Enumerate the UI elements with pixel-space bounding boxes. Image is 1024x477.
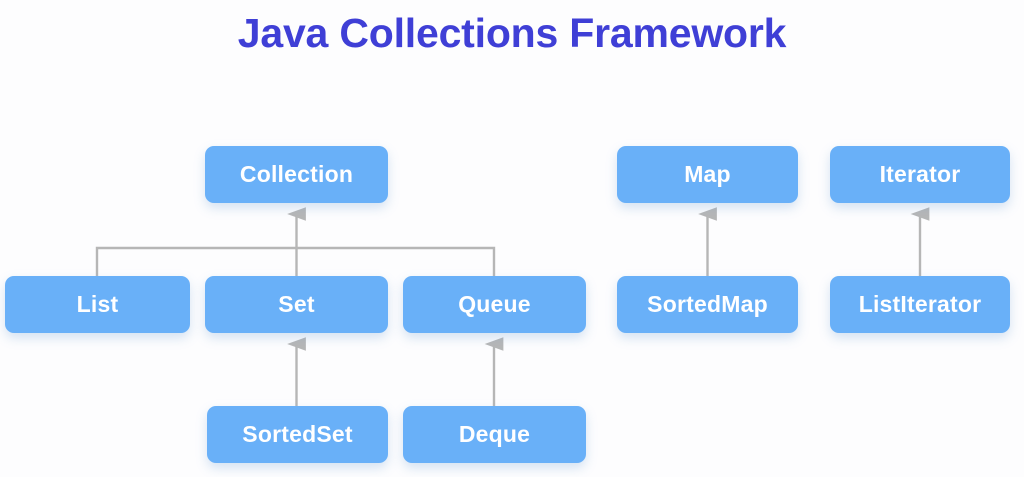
node-collection[interactable]: Collection: [205, 146, 388, 203]
node-list[interactable]: List: [5, 276, 190, 333]
node-sortedmap[interactable]: SortedMap: [617, 276, 798, 333]
node-label-set: Set: [278, 291, 315, 317]
node-map[interactable]: Map: [617, 146, 798, 203]
node-deque[interactable]: Deque: [403, 406, 586, 463]
node-label-list: List: [76, 291, 119, 317]
node-label-collection: Collection: [239, 161, 354, 187]
node-label-map: Map: [684, 161, 731, 187]
node-queue[interactable]: Queue: [403, 276, 586, 333]
node-iterator[interactable]: Iterator: [830, 146, 1010, 203]
node-label-listiterator: ListIterator: [858, 291, 982, 317]
node-label-deque: Deque: [458, 421, 531, 447]
node-label-queue: Queue: [458, 291, 531, 317]
node-sortedset[interactable]: SortedSet: [207, 406, 388, 463]
node-listiterator[interactable]: ListIterator: [830, 276, 1010, 333]
edge-collection-bus: [95, 207, 496, 276]
node-label-sortedset: SortedSet: [242, 421, 353, 447]
page-title: Java Collections Framework: [237, 10, 787, 56]
node-label-iterator: Iterator: [879, 161, 961, 187]
node-label-sortedmap: SortedMap: [647, 291, 768, 317]
node-set[interactable]: Set: [205, 276, 388, 333]
